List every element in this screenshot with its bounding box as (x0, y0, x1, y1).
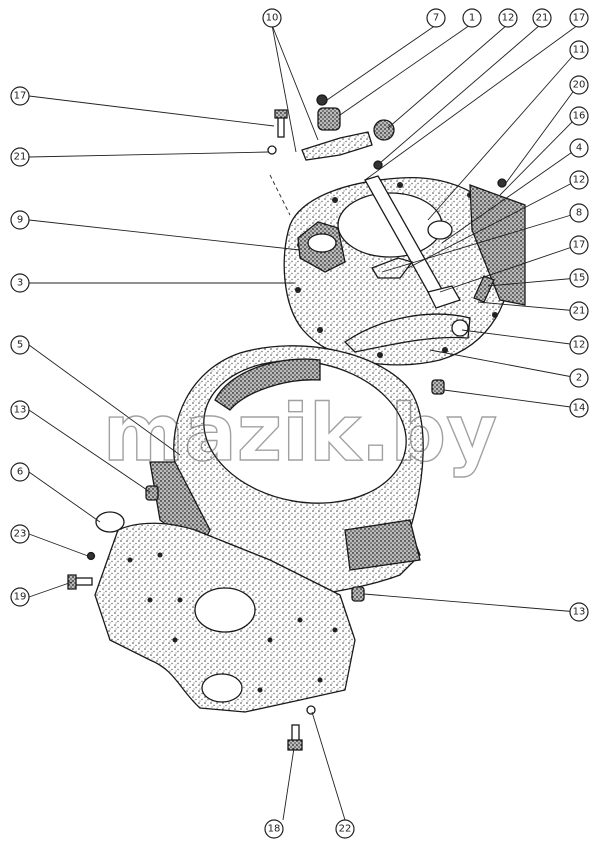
callout-20: 20 (569, 75, 589, 95)
callout-12-r2: 12 (569, 335, 589, 355)
svg-text:18: 18 (268, 824, 281, 835)
svg-text:21: 21 (536, 13, 549, 24)
svg-text:13: 13 (14, 405, 27, 416)
callout-15: 15 (569, 268, 589, 288)
callout-13-r: 13 (569, 602, 589, 622)
callout-22: 22 (335, 819, 355, 839)
svg-text:17: 17 (573, 240, 586, 251)
watermark-text: mazik.by (103, 389, 497, 479)
svg-text:17: 17 (573, 13, 586, 24)
small-lever (371, 257, 414, 279)
svg-text:2: 2 (576, 373, 582, 384)
callout-21-r: 21 (569, 301, 589, 321)
callout-3: 3 (10, 273, 30, 293)
small-nuts (373, 160, 507, 395)
svg-text:8: 8 (576, 208, 582, 219)
callout-4: 4 (569, 138, 589, 158)
callout-1: 1 (462, 8, 482, 28)
callout-21-top: 21 (532, 8, 552, 28)
svg-text:11: 11 (573, 45, 586, 56)
callout-23: 23 (10, 524, 30, 544)
svg-text:22: 22 (339, 824, 352, 835)
svg-text:12: 12 (502, 13, 515, 24)
svg-text:13: 13 (573, 607, 586, 618)
svg-text:4: 4 (576, 143, 582, 154)
leader-lines (28, 24, 579, 821)
svg-text:10: 10 (266, 13, 279, 24)
svg-text:3: 3 (17, 278, 23, 289)
svg-text:23: 23 (14, 529, 27, 540)
release-shaft (364, 175, 461, 309)
callout-12-top: 12 (498, 8, 518, 28)
callout-11: 11 (569, 40, 589, 60)
svg-text:19: 19 (14, 592, 27, 603)
svg-text:14: 14 (573, 403, 586, 414)
callout-21-l: 21 (10, 147, 30, 167)
flywheel-housing (149, 345, 424, 601)
callout-7: 7 (426, 8, 446, 28)
svg-text:12: 12 (573, 340, 586, 351)
svg-text:21: 21 (14, 152, 27, 163)
callout-2: 2 (569, 368, 589, 388)
svg-text:21: 21 (573, 306, 586, 317)
callout-16: 16 (569, 106, 589, 126)
svg-text:16: 16 (573, 111, 586, 122)
release-lever (343, 313, 471, 353)
callout-17-r: 17 (569, 235, 589, 255)
callouts: 10 7 1 12 21 17 11 20 16 4 12 8 17 15 21… (10, 8, 589, 839)
callout-19: 19 (10, 587, 30, 607)
svg-text:5: 5 (17, 340, 23, 351)
callout-17-top: 17 (569, 8, 589, 28)
callout-8: 8 (569, 203, 589, 223)
svg-text:1: 1 (469, 13, 475, 24)
callout-17-l: 17 (10, 86, 30, 106)
svg-text:9: 9 (17, 215, 23, 226)
svg-text:17: 17 (14, 91, 27, 102)
callout-9: 9 (10, 210, 30, 230)
svg-text:20: 20 (573, 80, 586, 91)
bearing-housing (297, 221, 346, 273)
callout-12-r1: 12 (569, 170, 589, 190)
upper-fork (301, 94, 395, 161)
top-bolt (267, 109, 288, 155)
svg-text:7: 7 (433, 13, 439, 24)
callout-18: 18 (264, 819, 284, 839)
svg-text:12: 12 (573, 175, 586, 186)
callout-10-top: 10 (262, 8, 282, 28)
svg-text:6: 6 (17, 467, 23, 478)
callout-14: 14 (569, 398, 589, 418)
callout-13-l: 13 (10, 400, 30, 420)
callout-5: 5 (10, 335, 30, 355)
engine-rear-plate (94, 511, 356, 713)
callout-6: 6 (10, 462, 30, 482)
dowel-pins (145, 485, 365, 602)
svg-text:15: 15 (573, 273, 586, 284)
